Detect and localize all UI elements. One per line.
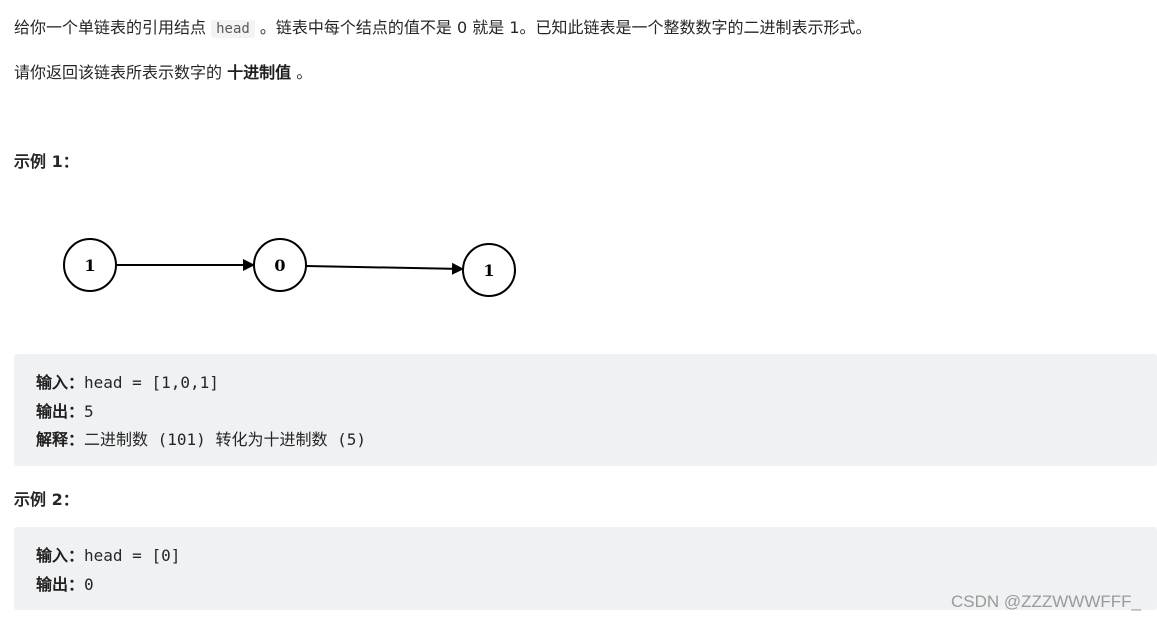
inline-code-head: head — [211, 20, 255, 38]
list-node-1: 1 — [63, 238, 117, 292]
explanation-line: 解释：二进制数 (101) 转化为十进制数 (5) — [36, 426, 366, 450]
description-text: 给你一个单链表的引用结点 — [14, 18, 212, 37]
emphasis-decimal-value: 十进制值 — [227, 63, 292, 82]
input-label: 输入： — [36, 546, 85, 565]
csdn-watermark: CSDN @ZZZWWWFFF_ — [950, 592, 1141, 611]
output-value: 0 — [84, 575, 94, 594]
list-node-3: 1 — [462, 243, 516, 297]
linked-list-diagram: 1 0 1 — [63, 238, 516, 297]
arrow-edge-2 — [305, 262, 464, 275]
output-label: 输出： — [36, 575, 85, 594]
explanation-value: 二进制数 (101) 转化为十进制数 (5) — [84, 430, 366, 449]
output-line: 输出：5 — [36, 398, 94, 422]
problem-description: 给你一个单链表的引用结点 head 。链表中每个结点的值不是 0 就是 1。已知… — [14, 16, 872, 41]
list-node-2: 0 — [253, 238, 307, 292]
requirement-text: 请你返回该链表所表示数字的 — [14, 63, 228, 82]
description-text: 。链表中每个结点的值不是 0 就是 1。已知此链表是一个整数数字的二进制表示形式… — [254, 18, 872, 37]
input-line: 输入：head = [1,0,1] — [36, 369, 219, 393]
input-label: 输入： — [36, 373, 85, 392]
node-value: 1 — [84, 256, 95, 275]
example-2-heading: 示例 2： — [14, 490, 79, 509]
example-1-code-block: 输入：head = [1,0,1] 输出：5 解释：二进制数 (101) 转化为… — [14, 354, 1157, 466]
input-value: head = [1,0,1] — [84, 373, 219, 392]
problem-requirement: 请你返回该链表所表示数字的 十进制值 。 — [14, 61, 312, 85]
output-line: 输出：0 — [36, 571, 94, 595]
input-line: 输入：head = [0] — [36, 542, 180, 566]
output-label: 输出： — [36, 402, 85, 421]
node-value: 0 — [274, 256, 285, 275]
node-value: 1 — [483, 261, 494, 280]
output-value: 5 — [84, 402, 94, 421]
explanation-label: 解释： — [36, 430, 85, 449]
example-2-code-block: 输入：head = [0] 输出：0 — [14, 527, 1157, 610]
example-1-heading: 示例 1： — [14, 152, 79, 171]
requirement-text: 。 — [291, 63, 313, 82]
input-value: head = [0] — [84, 546, 181, 565]
